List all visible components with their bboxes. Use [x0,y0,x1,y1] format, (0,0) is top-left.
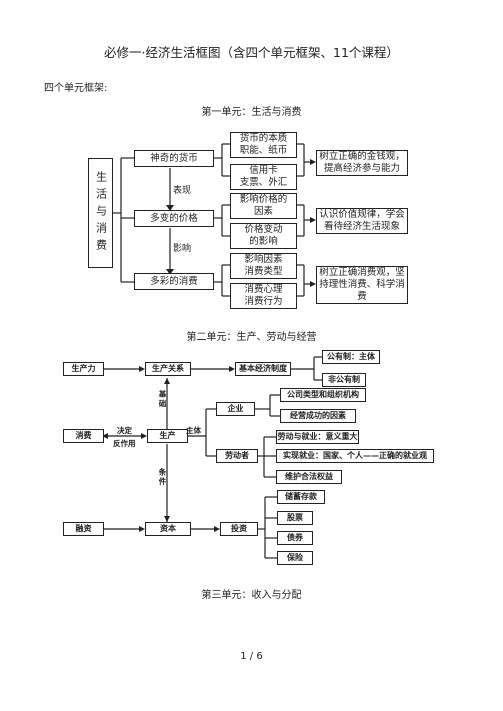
capital-box: 资本 [145,522,191,536]
label-main: 主体 [186,426,201,435]
investment-box: 投资 [220,522,258,536]
bonds-box: 债券 [277,531,313,545]
success-factors-box: 经营成功的因素 [280,409,356,423]
production-relations-box: 生产关系 [145,362,191,376]
company-types-box: 公司类型和组织机构 [280,388,366,402]
unit3-title: 第三单元：收入与分配 [201,590,302,601]
label-react: 反作用 [113,439,136,448]
page-indicator: 1 / 6 [240,651,263,662]
insurance-box: 保险 [277,551,313,565]
public-ownership-box: 公有制：主体 [322,350,380,364]
consumption-view-box: 树立正确消费观，坚 持理性消费、科学消 费 [316,266,408,304]
credit-card-box: 信用卡 支票、外汇 [230,164,297,190]
units-heading: 四个单元框架: [44,83,108,94]
enterprise-box: 企业 [216,402,255,416]
lesson-magic-currency: 神奇的货币 [134,150,214,167]
label-influence: 影响 [173,244,192,254]
financing-box: 融资 [63,522,104,536]
price-change-box: 价格变动 的影响 [230,223,297,249]
basic-economic-system-box: 基本经济制度 [235,362,291,376]
lesson-changing-price: 多变的价格 [134,210,214,227]
value-law-box: 认识价值规律，学会 看待经济生活现象 [316,208,408,234]
productive-forces-box: 生产力 [63,362,104,376]
unit1-title: 第一单元：生活与消费 [201,107,302,118]
label-express: 表现 [173,186,192,196]
realize-employment-box: 实现就业：国家、个人——正确的就业观 [276,449,434,463]
label-condition: 条件 [158,468,167,487]
document-title: 必修一·经济生活框图（含四个单元框架、11个课程） [104,45,399,60]
unit2-title: 第二单元：生产、劳动与经营 [186,332,317,343]
consumption-box: 消费 [63,429,104,443]
labor-employment-box: 劳动与就业：意义重大 [276,430,359,444]
consumption-psychology-box: 消费心理 消费行为 [230,283,297,309]
money-view-box: 树立正确的金钱观， 提高经济参与能力 [316,150,408,176]
lesson-colorful-consumption: 多彩的消费 [134,273,214,290]
consumption-factors-box: 影响因素 消费类型 [230,253,297,279]
unit1-root-label: 生活与消费 [94,170,108,256]
price-factors-box: 影响价格的 因素 [230,193,297,219]
currency-essence-box: 货币的本质 职能、纸币 [230,132,297,158]
rights-box: 维护合法权益 [276,470,342,484]
label-foundation: 基础 [158,390,167,409]
label-decide: 决定 [117,426,132,435]
workers-box: 劳动者 [216,449,258,463]
unit1-root-box: 生活与消费 [88,158,113,268]
deposit-box: 储蓄存款 [277,490,325,504]
stocks-box: 股票 [277,511,313,525]
non-public-ownership-box: 非公有制 [322,373,366,387]
production-box: 生产 [147,429,188,443]
